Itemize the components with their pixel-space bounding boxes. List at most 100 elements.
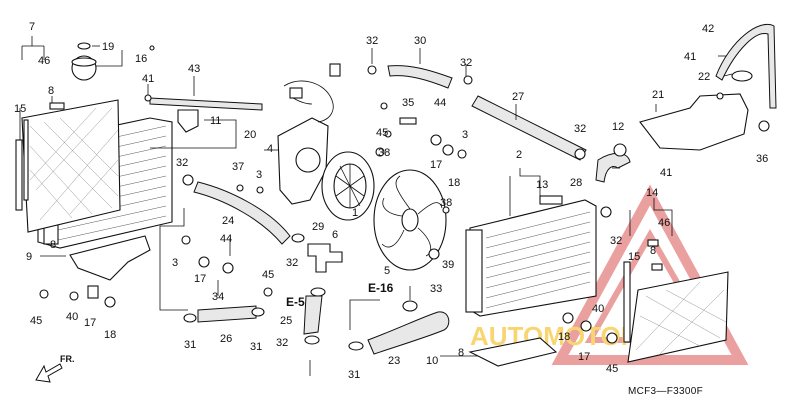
callout-41: 41 <box>142 73 154 85</box>
callout-46: 46 <box>38 55 50 67</box>
callout-8: 8 <box>458 347 464 359</box>
callout-35: 35 <box>402 97 414 109</box>
callout-32: 32 <box>286 257 298 269</box>
cooling-fan <box>373 169 447 271</box>
right-radiator <box>465 195 597 317</box>
hose-26 <box>197 305 257 323</box>
right-mesh-guard <box>627 271 729 363</box>
callout-41: 41 <box>660 167 672 179</box>
callout-12: 12 <box>612 121 624 133</box>
fasteners <box>23 45 770 351</box>
callout-24: 24 <box>222 215 234 227</box>
callout-44: 44 <box>220 233 232 245</box>
pipe-27 <box>471 95 587 161</box>
callout-41: 41 <box>684 51 696 63</box>
callout-4: 4 <box>267 143 273 155</box>
leader-lines <box>19 36 733 376</box>
callout-27: 27 <box>512 91 524 103</box>
callout-2: 2 <box>516 149 522 161</box>
right-radiator-fins <box>485 211 591 309</box>
section-ref-e5: E-5 <box>286 295 305 309</box>
callout-17: 17 <box>194 273 206 285</box>
callout-8: 8 <box>50 239 56 251</box>
callout-32: 32 <box>460 57 472 69</box>
callouts: 7 46 8 15 19 16 41 43 11 20 4 32 30 32 3… <box>14 21 768 381</box>
callout-45: 45 <box>262 269 274 281</box>
callout-40: 40 <box>592 303 604 315</box>
callout-34: 34 <box>212 291 224 303</box>
callout-3: 3 <box>256 169 262 181</box>
callout-6: 6 <box>332 229 338 241</box>
upper-long-hose <box>149 97 263 111</box>
left-radiator <box>15 42 173 249</box>
right-lower-shroud <box>468 337 558 367</box>
connector <box>289 87 303 99</box>
callout-44: 44 <box>434 97 446 109</box>
hose-25 <box>303 295 323 335</box>
section-ref-e16: E-16 <box>368 281 394 295</box>
watermark-triangle-icon <box>551 184 749 365</box>
callout-29: 29 <box>312 221 324 233</box>
callout-42: 42 <box>702 23 714 35</box>
callout-32: 32 <box>276 337 288 349</box>
callout-32: 32 <box>366 35 378 47</box>
left-lower-shroud <box>69 235 151 281</box>
callout-11: 11 <box>210 115 221 127</box>
hose-24 <box>193 181 291 245</box>
callout-1: 1 <box>352 207 358 219</box>
callout-16: 16 <box>135 53 147 65</box>
callout-37: 37 <box>232 161 244 173</box>
callout-8: 8 <box>48 85 54 97</box>
wire-harness <box>283 80 334 123</box>
callout-31: 31 <box>250 341 262 353</box>
overflow-tube-42 <box>715 23 777 109</box>
callout-15: 15 <box>14 103 26 115</box>
callout-17: 17 <box>430 159 442 171</box>
callout-13: 13 <box>536 179 548 191</box>
callout-18: 18 <box>448 177 460 189</box>
callout-22: 22 <box>698 71 710 83</box>
callout-46: 46 <box>658 217 670 229</box>
front-arrow-icon <box>35 363 63 383</box>
callout-17: 17 <box>84 317 96 329</box>
callout-21: 21 <box>652 89 664 101</box>
callout-28: 28 <box>570 177 582 189</box>
drawing-code: MCF3—F3300F <box>628 386 703 397</box>
callout-23: 23 <box>388 355 400 367</box>
right-pad <box>539 195 563 205</box>
callout-25: 25 <box>280 315 292 327</box>
callout-45: 45 <box>376 127 388 139</box>
reserve-tank <box>639 93 749 151</box>
callout-45: 45 <box>30 315 42 327</box>
callout-18: 18 <box>558 331 570 343</box>
callout-8: 8 <box>650 245 656 257</box>
callout-17: 17 <box>578 351 590 363</box>
callout-33: 33 <box>430 283 442 295</box>
left-mesh-pattern <box>29 107 119 221</box>
water-joint <box>307 243 343 273</box>
left-side-rod <box>15 139 23 211</box>
callout-45: 45 <box>606 363 618 375</box>
left-mesh-guard <box>21 99 121 233</box>
front-direction-indicator: FR. <box>35 354 75 383</box>
callout-5: 5 <box>384 265 390 277</box>
callout-32: 32 <box>610 235 622 247</box>
callout-40: 40 <box>66 311 78 323</box>
callout-3: 3 <box>462 129 468 141</box>
callout-18: 18 <box>104 329 116 341</box>
fan-motor <box>321 151 375 221</box>
front-label: FR. <box>60 354 75 364</box>
callout-39: 39 <box>442 259 454 271</box>
cap-o-ring <box>77 42 91 50</box>
callout-26: 26 <box>220 333 232 345</box>
callout-7: 7 <box>29 21 35 33</box>
reserve-tank-cap <box>731 70 753 82</box>
callout-43: 43 <box>188 63 200 75</box>
callout-10: 10 <box>426 355 438 367</box>
callout-20: 20 <box>244 129 256 141</box>
hose-30 <box>387 65 453 89</box>
callout-9: 9 <box>26 251 32 263</box>
callout-32: 32 <box>574 123 586 135</box>
callout-19: 19 <box>102 41 114 53</box>
